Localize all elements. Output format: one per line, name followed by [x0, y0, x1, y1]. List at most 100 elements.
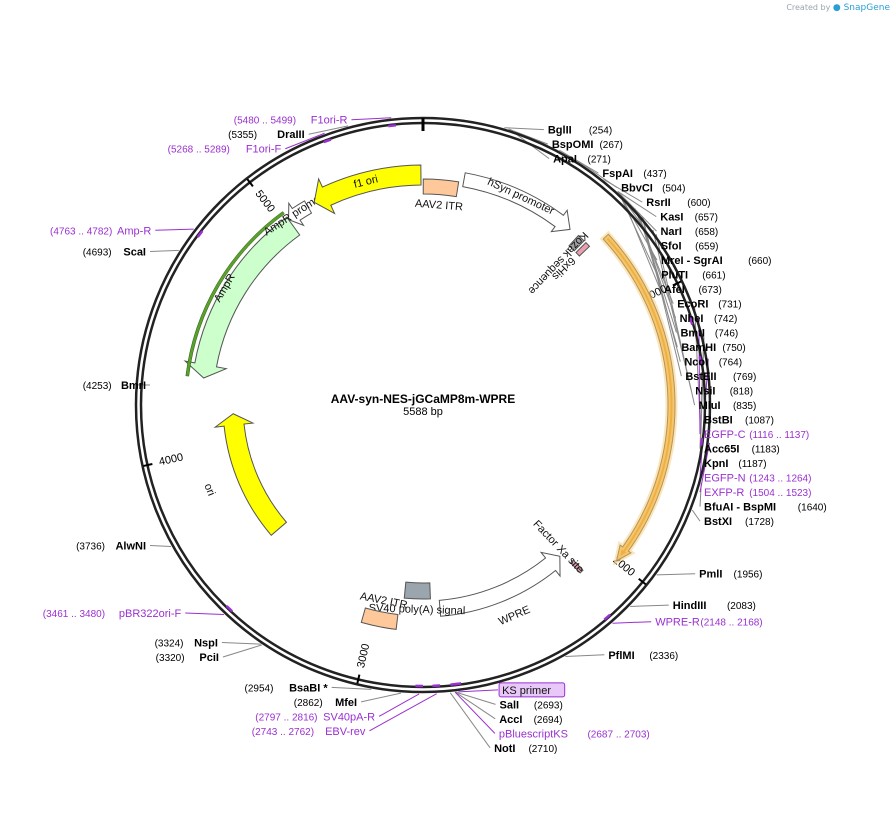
site-apai[interactable]: ApaI(271) — [553, 154, 611, 166]
site-bstxi[interactable]: BstXI(1728) — [704, 516, 774, 528]
site-name: BmtI — [680, 328, 704, 340]
site-name: RsrII — [646, 197, 670, 209]
site-sfoi[interactable]: SfoI(659) — [661, 241, 719, 253]
site-noti[interactable]: NotI(2710) — [494, 743, 557, 755]
feature-shape[interactable] — [575, 241, 591, 257]
site-mlui[interactable]: MluI(835) — [699, 400, 757, 412]
site-name: BsaBI * — [289, 682, 328, 694]
site-position: (2336) — [649, 651, 678, 662]
site-bamhi[interactable]: BamHI(750) — [681, 342, 745, 354]
site-bmti[interactable]: BmtI(746) — [680, 328, 738, 340]
site-bfuai-bspmi[interactable]: BfuAI - BspMI(1640) — [704, 502, 827, 514]
label-connector — [565, 654, 605, 658]
site-afei[interactable]: AfeI(673) — [664, 284, 722, 296]
site-bspomi[interactable]: BspOMI(267) — [552, 139, 623, 151]
site-name: ApaI — [553, 154, 577, 166]
primer-pbr322ori-f[interactable]: pBR322ori-F(3461 .. 3480) — [43, 608, 182, 620]
primer-ebv-rev[interactable]: EBV-rev(2743 .. 2762) — [252, 726, 366, 738]
feature-shape[interactable] — [438, 551, 561, 617]
site-acci[interactable]: AccI (2694) — [499, 714, 562, 726]
label-connector — [612, 621, 652, 624]
primer-ks-primer[interactable]: KS primer — [498, 682, 566, 698]
site-position: (3324) — [155, 639, 184, 650]
site-nspi[interactable]: NspI(3324) — [155, 638, 218, 650]
primer-f1ori-r[interactable]: F1ori-R(5480 .. 5499) — [234, 115, 348, 127]
primer-amp-r[interactable]: Amp-R(4763 .. 4782) — [50, 225, 151, 237]
site-bsabi[interactable]: BsaBI *(2954) — [245, 682, 329, 694]
feature-shape[interactable] — [568, 234, 585, 252]
site-name: NheI — [680, 313, 704, 325]
site-mfei[interactable]: MfeI(2862) — [294, 697, 357, 709]
site-name: AccI — [499, 714, 522, 726]
site-bglii[interactable]: BglII(254) — [548, 125, 612, 137]
site-bmri[interactable]: BmrI(4253) — [83, 380, 146, 392]
primer-name: EGFP-N — [704, 473, 746, 485]
primer-f1ori-f[interactable]: F1ori-F(5268 .. 5289) — [168, 144, 282, 156]
site-pluti[interactable]: PluTI (661) — [661, 270, 725, 282]
primer-egfp-n[interactable]: EGFP-N(1243 .. 1264) — [704, 473, 811, 485]
primer-name: Amp-R — [117, 225, 151, 237]
site-name: BbvCI — [621, 183, 653, 195]
feature-ori[interactable]: ori — [201, 413, 288, 536]
site-draiii[interactable]: DraIII(5355) — [228, 129, 305, 141]
site-pmli[interactable]: PmlI(1956) — [699, 569, 762, 581]
site-mrei-sgrai[interactable]: MreI - SgrAI(660) — [661, 255, 772, 267]
credit-brand: SnapGene — [843, 3, 890, 13]
feature-jgcamp8m[interactable] — [599, 230, 678, 566]
site-position: (835) — [733, 401, 756, 412]
feature-shape[interactable] — [422, 178, 460, 198]
tick-mark — [246, 178, 254, 187]
site-sali[interactable]: SalI(2693) — [500, 699, 563, 711]
site-position: (661) — [702, 271, 725, 282]
primer-wpre-r[interactable]: WPRE-R(2148 .. 2168) — [655, 617, 762, 629]
site-alwni[interactable]: AlwNI(3736) — [76, 541, 146, 553]
site-ncoi[interactable]: NcoI(764) — [684, 357, 742, 369]
feature-shape[interactable] — [403, 581, 431, 600]
site-position: (4693) — [83, 247, 112, 258]
site-position: (657) — [695, 213, 718, 224]
site-kasi[interactable]: KasI(657) — [660, 212, 718, 224]
feature-ampr[interactable]: AmpR — [183, 211, 301, 379]
primer-egfp-c[interactable]: EGFP-C(1116 .. 1137) — [704, 429, 809, 441]
site-hindiii[interactable]: HindIII(2083) — [673, 600, 756, 612]
site-rsrii[interactable]: RsrII(600) — [646, 197, 710, 209]
label-connector — [630, 604, 669, 607]
site-pflmi[interactable]: PflMI(2336) — [608, 650, 678, 662]
site-scai[interactable]: ScaI(4693) — [83, 246, 146, 258]
label-connector — [378, 693, 420, 717]
feature-hsyn-promoter[interactable]: hSyn promoter — [462, 172, 571, 233]
feature-shape[interactable] — [569, 559, 584, 574]
feature-f1-ori[interactable]: f1 ori — [313, 164, 422, 215]
site-bstbi[interactable]: BstBI(1087) — [704, 415, 774, 427]
site-position: (2694) — [534, 715, 563, 726]
feature-shape[interactable] — [313, 164, 422, 215]
site-ecori[interactable]: EcoRI(731) — [677, 299, 741, 311]
feature-shape[interactable] — [288, 200, 313, 227]
feature-shape[interactable] — [360, 607, 399, 630]
feature-shape[interactable] — [183, 216, 301, 379]
site-bbvci[interactable]: BbvCI(504) — [621, 183, 685, 195]
primer-marks — [196, 124, 704, 688]
site-pcii[interactable]: PciI(3320) — [156, 652, 219, 664]
site-name: PluTI — [661, 270, 688, 282]
feature-aav2-itr[interactable]: AAV2 ITR — [415, 178, 464, 213]
feature-label: WPRE — [497, 604, 532, 628]
site-nhei[interactable]: NheI(742) — [680, 313, 738, 325]
site-nari[interactable]: NarI(658) — [660, 226, 718, 238]
site-acc65i[interactable]: Acc65I(1183) — [704, 444, 780, 456]
feature-kozak-sequence[interactable]: Kozak sequence — [526, 229, 591, 296]
feature-shape[interactable] — [213, 413, 288, 536]
site-nsii[interactable]: NsiI(818) — [695, 386, 753, 398]
feature-shape[interactable] — [462, 172, 571, 233]
label-connector — [351, 117, 392, 121]
label-connector — [360, 692, 402, 703]
site-name: BstBI — [704, 415, 733, 427]
site-bsteii[interactable]: BstEII(769) — [685, 371, 756, 383]
primer-exfp-r[interactable]: EXFP-R(1504 .. 1523) — [704, 487, 811, 499]
site-kpni[interactable]: KpnI(1187) — [704, 458, 767, 470]
site-fspai[interactable]: FspAI(437) — [602, 168, 666, 180]
tick-mark — [672, 280, 682, 287]
site-position: (1187) — [738, 459, 766, 470]
primer-sv40pa-r[interactable]: SV40pA-R(2797 .. 2816) — [255, 711, 375, 723]
primer-pbluescriptks[interactable]: pBluescriptKS(2687 .. 2703) — [499, 728, 650, 740]
